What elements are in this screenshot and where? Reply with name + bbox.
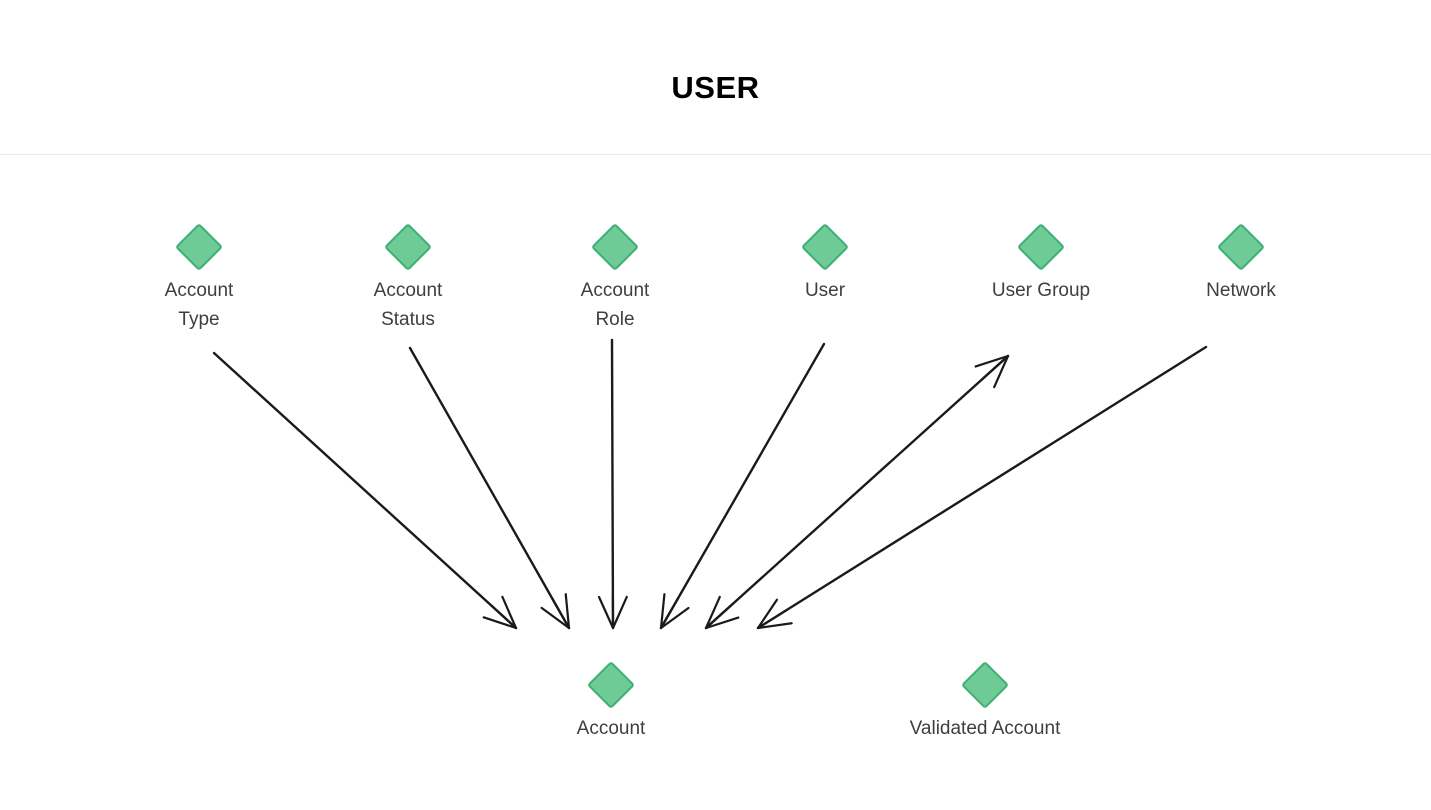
edge-network-account — [756, 345, 1208, 630]
node-label: Account Status — [373, 280, 443, 330]
node-account-status[interactable]: Account Status — [308, 222, 508, 334]
node-validated-account[interactable]: Validated Account — [885, 660, 1085, 743]
diamond-icon — [383, 222, 433, 272]
node-label: Validated Account — [909, 718, 1061, 739]
diamond-icon — [1216, 222, 1266, 272]
edge-account-status-account — [408, 346, 571, 630]
diamond-icon — [174, 222, 224, 272]
node-user-group[interactable]: User Group — [941, 222, 1141, 305]
page-title: USER — [671, 70, 760, 105]
diamond-icon — [800, 222, 850, 272]
edge-user-group-account — [704, 354, 1010, 630]
node-label: User Group — [991, 280, 1091, 301]
page-header: USER — [0, 0, 1431, 155]
node-network[interactable]: Network — [1141, 222, 1341, 305]
node-label: User — [804, 280, 846, 301]
node-label: Network — [1206, 280, 1276, 301]
diamond-icon — [586, 660, 636, 710]
diamond-icon — [1016, 222, 1066, 272]
edge-account-type-account — [212, 351, 518, 630]
node-label: Account Role — [580, 280, 650, 330]
edge-user-account — [659, 342, 826, 630]
node-label: Account — [576, 718, 646, 739]
node-account-type[interactable]: Account Type — [99, 222, 299, 334]
edge-account-role-account — [597, 338, 628, 630]
diamond-icon — [960, 660, 1010, 710]
node-label: Account Type — [164, 280, 234, 330]
node-account-role[interactable]: Account Role — [515, 222, 715, 334]
diamond-icon — [590, 222, 640, 272]
node-user[interactable]: User — [725, 222, 925, 305]
node-account[interactable]: Account — [511, 660, 711, 743]
